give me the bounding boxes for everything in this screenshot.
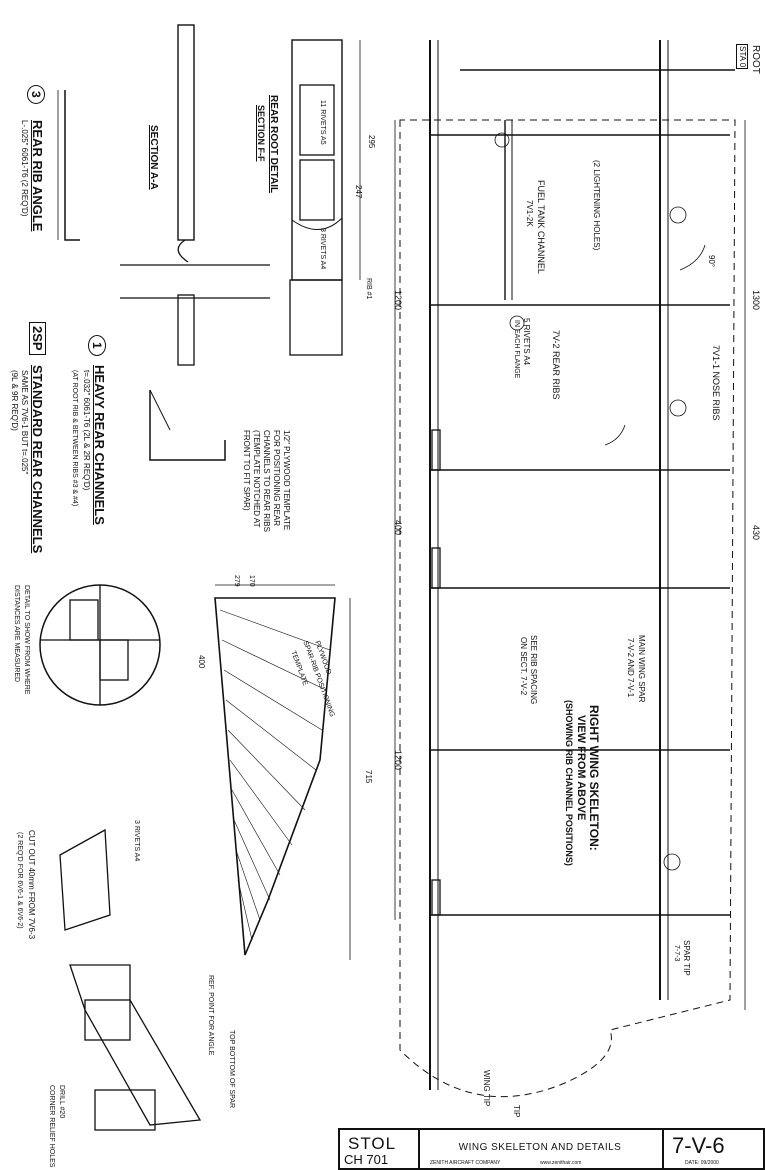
rear-root-section: SECTION F-F bbox=[256, 105, 266, 162]
sheet-number: 7-V-6 bbox=[672, 1133, 725, 1158]
sta-label: STA 0 bbox=[736, 44, 748, 70]
detail-note2: DISTANCES ARE MEASURED bbox=[13, 585, 20, 683]
title-block: STOL CH 701 WING SKELETON AND DETAILS 7-… bbox=[338, 1128, 765, 1170]
footer-url: www.zenithair.com bbox=[540, 1160, 582, 1166]
rear-rib-angle: REAR RIB ANGLE bbox=[30, 120, 45, 232]
model-label: CH 701 bbox=[344, 1152, 389, 1167]
dim-1200: 1200 bbox=[393, 290, 403, 311]
wing-outline bbox=[399, 119, 736, 1098]
std-no: 2SP bbox=[29, 322, 46, 355]
spar-tip-sub: 7-7-3 bbox=[673, 945, 680, 962]
heavy-sub2: (AT ROOT RIB & BETWEEN RIBS #3 & #4) bbox=[71, 370, 78, 507]
nose-ribs: 7V1-1 NOSE RIBS bbox=[711, 345, 721, 421]
main-view-title: RIGHT WING SKELETON: bbox=[587, 705, 601, 851]
plywood-note: 1/2" PLYWOOD TEMPLATE bbox=[282, 430, 291, 531]
rear-rib-angle-sub: L-.025" 6061-T6 (2 REQ'D) bbox=[20, 120, 29, 217]
rivets-each: 5 RIVETS A4 bbox=[522, 318, 531, 366]
rib1: RIB #1 bbox=[365, 278, 372, 300]
fuel-tank-ref: 7V1-2K bbox=[525, 200, 534, 227]
plywood-note2: FOR POSITIONING REAR bbox=[272, 430, 281, 527]
rivets-3: 3 RIVETS A4 bbox=[319, 228, 326, 270]
heavy-no: 1 bbox=[88, 335, 106, 356]
dim-1200b: 1200 bbox=[393, 750, 403, 771]
plywood-note5: FRONT TO FIT SPAR) bbox=[242, 430, 251, 511]
dim-170: 170 bbox=[248, 575, 255, 587]
rear-root-detail: REAR ROOT DETAIL bbox=[268, 95, 279, 194]
rear-rib-angle-no: 3 bbox=[27, 85, 45, 104]
footer-company: ZENITH AIRCRAFT COMPANY bbox=[430, 1160, 501, 1166]
company-label: STOL bbox=[348, 1134, 397, 1153]
rivets-each-sub: IN EACH FLANGE bbox=[513, 320, 520, 379]
rib-lines bbox=[430, 69, 735, 916]
spar-tip-label: SPAR TIP bbox=[682, 940, 691, 976]
rib-spacing: SEE RIB SPACING bbox=[529, 635, 538, 705]
rivets-11: 11 RIVETS A5 bbox=[319, 100, 326, 145]
plywood-note3: CHANNELS TO REAR RIBS bbox=[262, 430, 271, 532]
dim-715: 715 bbox=[364, 770, 373, 784]
dim-400: 400 bbox=[393, 520, 403, 536]
detail-note: DETAIL TO SHOW FROM WHERE bbox=[23, 585, 30, 695]
heavy-rear-channels: HEAVY REAR CHANNELS bbox=[92, 365, 107, 525]
main-view-sub2: (SHOWING RIB CHANNEL POSITIONS) bbox=[564, 700, 574, 866]
title-block-company-cell bbox=[340, 1130, 420, 1168]
lightening-holes: (2 LIGHTENING HOLES) bbox=[592, 160, 601, 251]
dim-90: 90° bbox=[707, 255, 716, 268]
main-wing-spar-ref: 7-V-2 AND 7-V-1 bbox=[626, 638, 635, 698]
plywood-template bbox=[214, 584, 351, 960]
std-rear-channels: STANDARD REAR CHANNELS bbox=[30, 365, 45, 554]
dim-295: 295 bbox=[367, 135, 376, 149]
root-label: ROOT bbox=[750, 45, 761, 74]
heavy-sub: t=.032" 6061-T6 (2L & 2R REQ'D) bbox=[82, 370, 91, 491]
rivets-3b: 3 RIVETS A4 bbox=[133, 820, 140, 862]
drill-note2: CORNER RELIEF HOLES bbox=[48, 1085, 55, 1168]
main-view-sub1: VIEW FROM ABOVE bbox=[575, 715, 587, 821]
drill-note: DRILL #20 bbox=[58, 1085, 65, 1119]
dim-279: 279 bbox=[233, 575, 240, 587]
top-bottom: TOP BOTTOM OF SPAR bbox=[228, 1030, 235, 1109]
section-aa: SECTION A-A bbox=[148, 125, 159, 190]
dim-430: 430 bbox=[751, 525, 761, 541]
dim-247: 247 bbox=[354, 185, 363, 199]
wing-tip-label: WING TIP bbox=[482, 1070, 491, 1107]
plywood-note4: (TEMPLATE NOTCHED AT bbox=[252, 430, 261, 528]
main-wing-spar: MAIN WING SPAR bbox=[637, 635, 646, 703]
drawing-title: WING SKELETON AND DETAILS bbox=[458, 1142, 622, 1153]
footer-date: DATE: 09/2000 bbox=[685, 1160, 719, 1166]
dim-400b: 400 bbox=[197, 655, 206, 669]
std-sub: SAME AS 7V6-1 BUT t=.025" bbox=[20, 370, 29, 475]
cut-note2: (2 REQ'D FOR 6V6-1 & 6V6-2) bbox=[16, 832, 23, 929]
rib-spacing-sub: ON SECT. 7-V-2 bbox=[519, 637, 528, 696]
ref-point: REF. POINT FOR ANGLE bbox=[207, 975, 214, 1056]
rear-ribs: 7V-2 REAR RIBS bbox=[551, 330, 561, 400]
dim-1300: 1300 bbox=[751, 290, 761, 311]
tip-label: TIP bbox=[512, 1105, 521, 1118]
cut-note: CUT OUT 40mm FROM 7V6-3 bbox=[27, 830, 36, 940]
std-sub2: (9L & 9R REQ'D) bbox=[10, 370, 19, 431]
fuel-tank-channel: FUEL TANK CHANNEL bbox=[536, 180, 546, 274]
